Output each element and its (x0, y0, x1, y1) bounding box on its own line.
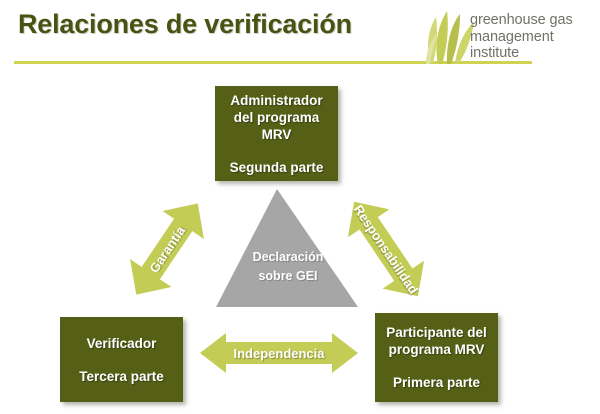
accountability-arrow (347, 201, 425, 297)
node-mrv-program-administrator[interactable]: Administrador del programa MRV Segunda p… (215, 86, 338, 181)
node-title-line1: Verificador (86, 335, 157, 351)
independence-arrow (200, 333, 358, 373)
node-role: Segunda parte (229, 159, 324, 175)
logo-text-line3: institute (470, 45, 520, 61)
triangle-shape (216, 189, 358, 307)
leaf-icon (426, 11, 474, 64)
node-title-line1: Participante del (386, 325, 487, 340)
logo-text: greenhouse gas management institute (470, 12, 573, 62)
title-divider (14, 61, 532, 64)
node-title-line1: Administrador (230, 92, 323, 108)
logo-text-line1: greenhouse gas (470, 12, 573, 28)
node-mrv-program-participant[interactable]: Participante del programa MRV Primera pa… (375, 313, 498, 402)
ghg-statement-triangle: Declaración sobre GEI (213, 186, 363, 311)
logo: greenhouse gas management institute (424, 7, 596, 67)
node-role: Primera parte (392, 375, 481, 390)
node-verifier[interactable]: Verificador Tercera parte (60, 317, 183, 402)
guarantee-arrow (130, 203, 204, 295)
node-title-line3: MRV (261, 126, 292, 142)
node-title-line2: del programa (233, 109, 320, 125)
node-title-line2: programa MRV (388, 342, 485, 357)
logo-text-line2: management (470, 28, 554, 45)
node-role: Tercera parte (79, 368, 164, 384)
page-title: Relaciones de verificación (18, 9, 352, 39)
